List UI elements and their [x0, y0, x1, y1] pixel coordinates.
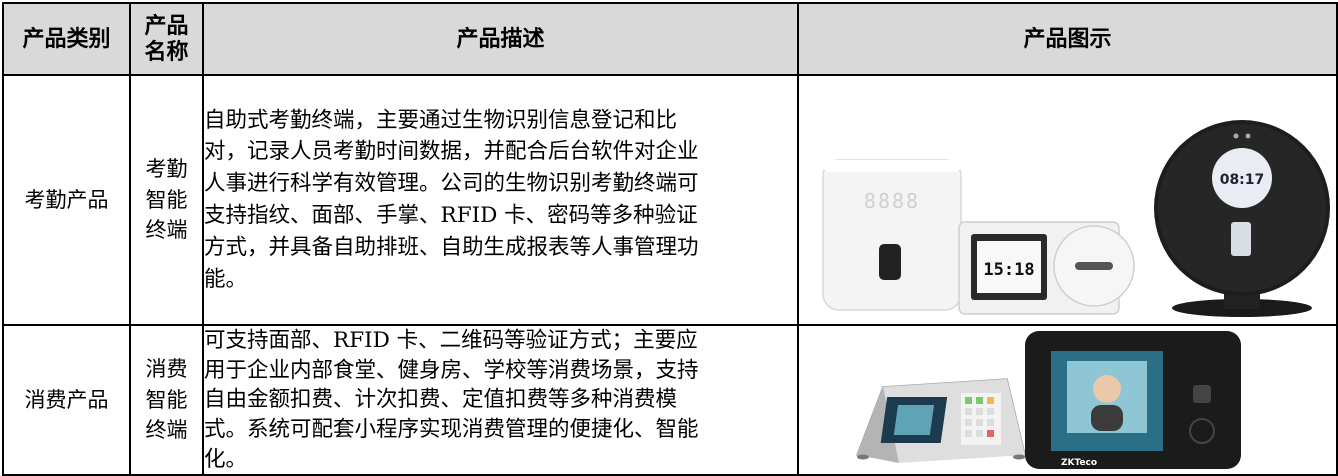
description-line: 化。: [204, 446, 248, 472]
header-description: 产品描述: [202, 2, 799, 76]
row-image: 8888 15:18: [797, 74, 1338, 326]
round-clock-display: 08:17: [1220, 172, 1265, 188]
header-row: 产品类别 产品 名称 产品描述 产品图示: [2, 2, 1338, 76]
row-name-line: 考勤: [145, 157, 188, 182]
description-line: 式。系统可配套小程序实现消费管理的便捷化、智能: [204, 416, 699, 442]
row-name-line: 终端: [145, 418, 188, 443]
desktop-pos-device: [855, 377, 1026, 463]
header-name-line1: 产品: [144, 12, 189, 39]
small-clock-device: 15:18: [958, 221, 1135, 315]
row-name-line: 终端: [145, 218, 188, 243]
description-line: 自助式考勤终端，主要通过生物识别信息登记和比: [204, 107, 678, 133]
table-row: 考勤产品 考勤 智能 终端 自助式考勤终端，主要通过生物识别信息登记和比 对，记…: [2, 74, 1338, 326]
small-clock-display: 15:18: [983, 260, 1034, 280]
header-image: 产品图示: [797, 2, 1338, 76]
row-name: 消费 智能 终端: [129, 323, 204, 476]
row-image: ZKTeco: [797, 323, 1338, 476]
row-description: 自助式考勤终端，主要通过生物识别信息登记和比 对，记录人员考勤时间数据，并配合后…: [202, 74, 799, 326]
table-row: 消费产品 消费 智能 终端 可支持面部、RFID 卡、二维码等验证方式；主要应 …: [2, 323, 1338, 476]
header-name: 产品 名称: [129, 2, 204, 76]
description-line: 人事进行科学有效管理。公司的生物识别考勤终端可: [204, 171, 699, 197]
row-name: 考勤 智能 终端: [129, 74, 204, 326]
row-name-line: 消费: [145, 357, 188, 382]
description-line: 支持指纹、面部、手掌、RFID 卡、密码等多种验证: [204, 203, 698, 228]
description-line: 可支持面部、RFID 卡、二维码等验证方式；主要应: [204, 328, 698, 353]
description-line: 对，记录人员考勤时间数据，并配合后台软件对企业: [204, 139, 699, 165]
description-line: 自由金额扣费、计次扣费、定值扣费等多种消费模: [204, 387, 678, 413]
description-line: 用于企业内部食堂、健身房、学校等消费场景，支持: [204, 357, 699, 383]
round-clock-device: 08:17: [1154, 120, 1330, 317]
square-clock-device: 8888: [822, 159, 962, 311]
row-name-line: 智能: [145, 187, 188, 212]
description-line: 能。: [204, 266, 248, 292]
row-name-line: 智能: [145, 387, 188, 412]
square-clock-display: 8888: [864, 189, 920, 213]
row-description: 可支持面部、RFID 卡、二维码等验证方式；主要应 用于企业内部食堂、健身房、学…: [202, 323, 799, 476]
header-name-line2: 名称: [144, 39, 189, 65]
consumption-devices-image: ZKTeco: [855, 330, 1241, 469]
description-line: 方式，并具备自助排班、自助生成报表等人事管理功: [204, 234, 699, 260]
attendance-devices-image: 8888 15:18: [822, 120, 1330, 317]
row-category: 考勤产品: [2, 74, 131, 326]
pos-brand-label: ZKTeco: [1061, 458, 1097, 468]
header-category: 产品类别: [2, 2, 131, 76]
face-pos-device: ZKTeco: [1025, 330, 1241, 469]
row-category: 消费产品: [2, 323, 131, 476]
